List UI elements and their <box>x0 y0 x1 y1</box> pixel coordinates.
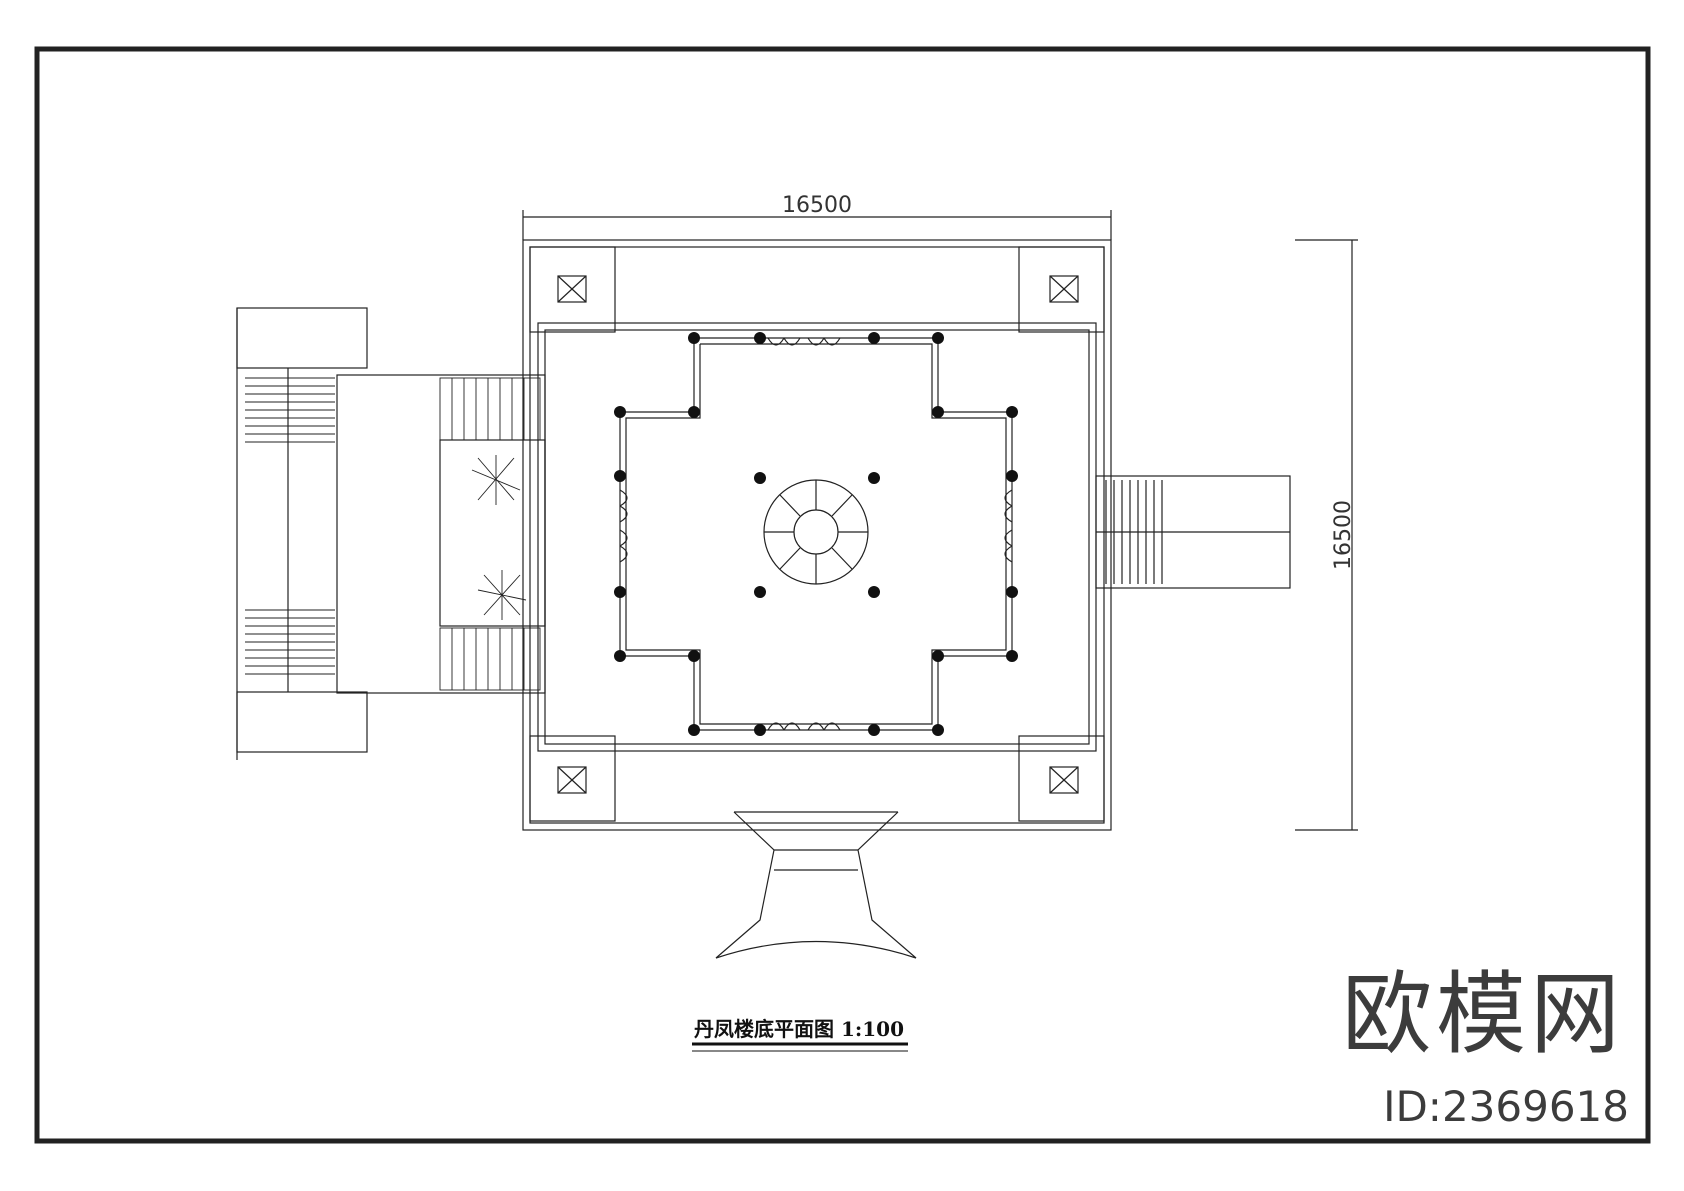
corner-tower-ne <box>1018 246 1105 333</box>
building-outline <box>522 239 1112 831</box>
dimension-right <box>1295 239 1358 831</box>
east-stair <box>1095 475 1291 589</box>
south-gate <box>715 811 917 959</box>
columns <box>614 332 1018 736</box>
west-terrace <box>236 307 546 760</box>
watermark-logo: 欧模网 <box>1342 962 1624 1067</box>
corner-tower-sw <box>529 735 616 822</box>
door-west <box>619 489 628 563</box>
drawing-border <box>34 46 1651 1144</box>
door-south <box>767 722 841 731</box>
west-stair-bottom-entry <box>439 627 541 691</box>
spiral-staircase <box>763 479 869 585</box>
west-stair-top-entry <box>439 377 541 441</box>
dimension-top-label: 16500 <box>782 193 852 218</box>
corner-tower-se <box>1018 735 1105 822</box>
dimension-right-label: 16500 <box>1331 500 1356 570</box>
plant-symbol-lower <box>477 570 527 620</box>
door-east <box>1004 489 1013 563</box>
watermark-id: ID:2369618 <box>1383 1082 1629 1131</box>
west-stair-upper <box>245 377 335 443</box>
corner-tower-nw <box>529 246 616 333</box>
inner-hall-wall <box>619 337 1013 731</box>
door-north <box>767 337 841 346</box>
plant-symbol-upper <box>471 455 521 505</box>
drawing-title: 丹凤楼底平面图 1:100 <box>694 1017 904 1041</box>
dimension-top <box>522 210 1112 240</box>
west-stair-lower <box>245 609 335 675</box>
